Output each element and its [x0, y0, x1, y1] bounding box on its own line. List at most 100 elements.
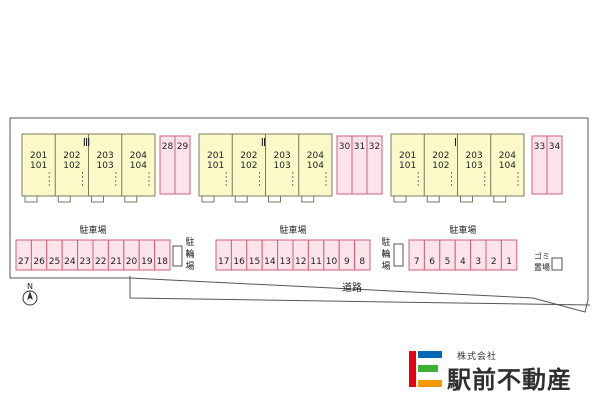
parking-space-number: 18 — [157, 257, 169, 267]
entrance-step — [393, 195, 407, 203]
parking-space-number: 16 — [233, 257, 245, 267]
parking-space-number: 6 — [429, 257, 435, 267]
unit-upper-number: 204 — [307, 151, 324, 161]
unit-lower-number: 104 — [130, 161, 147, 171]
unit-upper-number: 202 — [63, 151, 80, 161]
entrance-step — [57, 195, 71, 203]
north-arrow: N — [22, 282, 38, 306]
unit-upper-number: 203 — [466, 151, 483, 161]
parking-space-number: 11 — [310, 257, 321, 267]
unit-upper-number: 201 — [399, 151, 416, 161]
parking-area-label: 駐車場 — [449, 224, 476, 236]
unit-lower-number: 104 — [307, 161, 324, 171]
parking-space-number: 22 — [95, 257, 106, 267]
parking-space-number: 23 — [80, 257, 91, 267]
parking-space — [154, 239, 171, 271]
entrance-step — [426, 195, 440, 203]
unit-lower-number: 102 — [432, 161, 449, 171]
unit-upper-number: 204 — [499, 151, 516, 161]
road-label: 道路 — [342, 281, 362, 294]
unit-lower-number: 102 — [63, 161, 80, 171]
unit-lower-number: 101 — [30, 161, 47, 171]
garbage-label: 置場 — [534, 262, 550, 272]
parking-space-number: 32 — [369, 142, 380, 152]
parking-space — [354, 239, 371, 271]
parking-space-number: 17 — [218, 257, 229, 267]
bike-parking-label: 場 — [381, 260, 390, 272]
unit-lower-number: 103 — [97, 161, 114, 171]
building-number: Ⅱ — [261, 136, 266, 149]
parking-space-number: 29 — [177, 142, 189, 152]
parking-area-label: 駐車場 — [79, 224, 106, 236]
parking-space-number: 10 — [326, 257, 338, 267]
parking-space-number: 26 — [33, 257, 45, 267]
unit-upper-number: 201 — [30, 151, 47, 161]
bike-parking: 駐輪場 — [381, 236, 404, 272]
small-lot: 33 34 — [531, 135, 563, 195]
entrance-step — [24, 195, 38, 203]
unit-upper-number: 202 — [432, 151, 449, 161]
parking-space-number: 9 — [344, 257, 350, 267]
parking-space — [546, 135, 563, 195]
parking-space-number: 14 — [264, 257, 276, 267]
entrance-step — [460, 195, 473, 203]
parking-space-number: 19 — [141, 257, 153, 267]
unit-upper-number: 203 — [274, 151, 291, 161]
parking-space-number: 20 — [126, 257, 138, 267]
bike-rack — [172, 245, 183, 267]
parking-space-number: 33 — [534, 142, 545, 152]
road — [129, 276, 591, 306]
buildings: 201101202102203103204104Ⅲ201101202102203… — [21, 133, 525, 203]
bike-parking-label: 場 — [185, 260, 194, 272]
company-logo-icon — [409, 351, 442, 387]
building-number: Ⅰ — [454, 136, 457, 149]
unit-upper-number: 201 — [207, 151, 224, 161]
company-type-label: 株式会社 — [457, 352, 498, 362]
unit-lower-number: 104 — [499, 161, 516, 171]
entrance-step — [201, 195, 215, 203]
parking-space-number: 1 — [506, 257, 512, 267]
parking-space-number: 13 — [280, 257, 291, 267]
unit-lower-number: 103 — [466, 161, 483, 171]
garbage-box — [551, 257, 563, 271]
company-name: 駅前不動産 — [447, 366, 572, 394]
parking-space — [174, 135, 191, 195]
unit-lower-number: 103 — [274, 161, 291, 171]
entrance-step — [301, 195, 315, 203]
brand-logo-area: 株式会社 駅前不動産 — [409, 349, 594, 394]
parking-space — [366, 135, 383, 195]
entrance-step — [268, 195, 281, 203]
parking-space-number: 34 — [549, 142, 561, 152]
bike-parking-label: 輪 — [381, 248, 390, 260]
parking-space-number: 2 — [491, 257, 497, 267]
building-number: Ⅲ — [83, 136, 91, 149]
parking-area-label: 駐車場 — [279, 224, 306, 236]
parking-space-number: 7 — [414, 257, 420, 267]
unit-upper-number: 204 — [130, 151, 147, 161]
entrance-step — [234, 195, 248, 203]
unit-lower-number: 101 — [207, 161, 224, 171]
parking-space-number: 21 — [110, 257, 121, 267]
entrance-step — [493, 195, 507, 203]
parking-space-number: 30 — [339, 142, 351, 152]
parking-space-number: 25 — [49, 257, 60, 267]
unit-upper-number: 203 — [97, 151, 114, 161]
parking-space-number: 27 — [18, 257, 29, 267]
parking-space-number: 28 — [162, 142, 174, 152]
parking-space-number: 8 — [359, 257, 365, 267]
parking-space-number: 5 — [445, 257, 451, 267]
unit-lower-number: 102 — [240, 161, 257, 171]
